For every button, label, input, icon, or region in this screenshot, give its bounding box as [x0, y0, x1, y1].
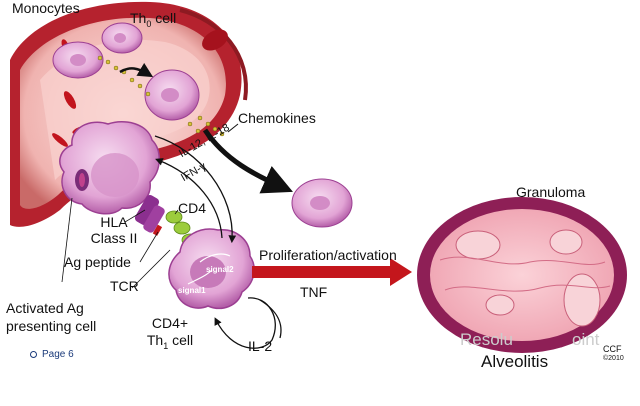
monocyte-cells — [52, 22, 200, 121]
bullet-icon — [30, 350, 37, 358]
hla-label-line1: HLA — [100, 214, 128, 230]
th1-cell — [168, 228, 255, 310]
ifn-gamma-arrow — [155, 158, 223, 239]
credit-year: ©2010 — [603, 355, 624, 362]
credit-ccf: CCF — [603, 344, 622, 354]
chemokines-label: Chemokines — [238, 110, 316, 126]
page-number: Page 6 — [30, 349, 74, 360]
chemokine-dots — [97, 55, 225, 137]
il2-branch-arrow — [259, 299, 282, 339]
alveolitis-label: Alveolitis — [481, 352, 549, 371]
label-leaders — [61, 197, 179, 289]
signal1-label: signal1 — [178, 286, 206, 295]
page-number-text: Page 6 — [42, 349, 74, 360]
tcr-label: TCR — [110, 278, 139, 294]
il12-il18-arrow — [154, 135, 237, 244]
granuloma-label: Granuloma — [516, 184, 586, 200]
ag-peptide-label: Ag peptide — [64, 254, 131, 270]
th0-cell-label: Th0 cell — [130, 10, 177, 29]
antigen-presenting-cell — [59, 120, 160, 215]
proliferation-label: Proliferation/activation — [259, 247, 397, 263]
cd4-th1-label-line2: Th1 cell — [146, 332, 194, 351]
il2-label: IL-2 — [248, 338, 273, 354]
proliferation-arrow — [252, 258, 412, 286]
apc-label-line2: presenting cell — [6, 318, 97, 334]
hla-label-line2: Class II — [90, 230, 138, 246]
migration-arrow — [119, 62, 154, 78]
alveolitis-ghost-left: Resolu — [460, 330, 513, 349]
hla-receptor-complex — [134, 194, 165, 236]
alveolitis-ghost-right: oint — [572, 330, 600, 349]
tnf-label: TNF — [300, 284, 328, 300]
apc-label-line1: Activated Ag — [6, 300, 84, 316]
monocytes-label: Monocytes — [12, 0, 80, 16]
migration-arrow-large — [202, 128, 293, 194]
granuloma — [417, 197, 627, 353]
signal2-arrow — [199, 253, 231, 263]
chemokines-leader — [227, 123, 239, 133]
signal1-arrow — [187, 269, 213, 285]
cd4-label: CD4 — [178, 200, 207, 216]
signal2-label: signal2 — [206, 265, 234, 274]
cd4-th1-label-line1: CD4+ — [151, 315, 189, 331]
migrating-monocyte — [291, 178, 353, 228]
